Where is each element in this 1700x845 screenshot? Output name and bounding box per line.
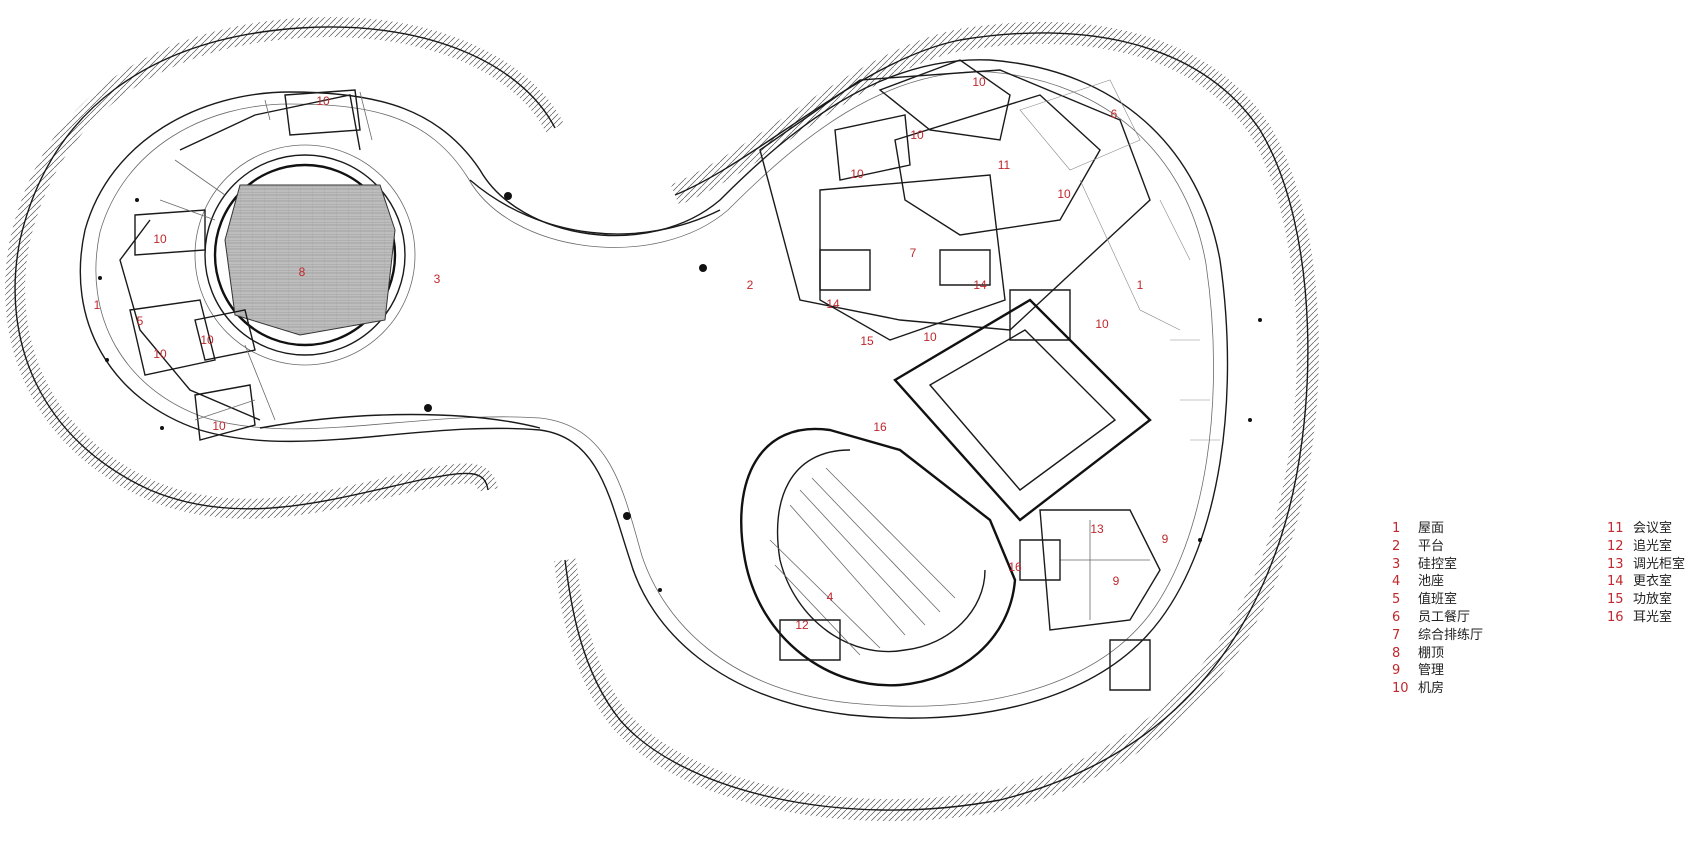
room-label: 7: [910, 246, 917, 260]
room-label: 10: [972, 75, 986, 89]
room-label: 12: [795, 618, 809, 632]
legend-column: 1 屋面 2 平台 3 硅控室 4 池座 5 值班室 6 员工餐厅 7 综合排练厅 8 棚顶 9…: [1392, 519, 1483, 697]
left-building: [119, 89, 416, 441]
legend-name: 值班室: [1418, 592, 1458, 608]
room-label: 9: [1113, 574, 1120, 588]
legend-number: 3: [1392, 556, 1401, 572]
room-label: 16: [873, 420, 887, 434]
room-label: 2: [747, 278, 754, 292]
connector: [259, 179, 721, 429]
room-label: 10: [153, 347, 167, 361]
legend-name: 管理: [1418, 663, 1445, 679]
legend-number: 14: [1607, 574, 1624, 590]
legend-number: 16: [1607, 609, 1624, 625]
room-label: 11: [998, 158, 1011, 172]
legend-number: 6: [1392, 609, 1401, 625]
legend-item: 1 屋面: [1392, 519, 1483, 537]
legend-name: 会议室: [1633, 521, 1673, 536]
legend-item: 15 功放室: [1607, 590, 1685, 608]
legend-name: 耳光室: [1633, 609, 1673, 625]
legend-column: 11 会议室 12 追光室 13 调光柜室 14 更衣室 15 功放室 16 耳光室: [1607, 519, 1685, 626]
room-label: 9: [1162, 532, 1169, 546]
room-label: 10: [910, 128, 924, 142]
legend-name: 硅控室: [1418, 556, 1458, 572]
columns: [98, 192, 1262, 592]
room-label: 10: [212, 419, 226, 433]
roof-outline: [79, 59, 1229, 719]
legend-number: 13: [1607, 556, 1624, 572]
legend-item: 14 更衣室: [1607, 572, 1685, 590]
room-label: 10: [1057, 187, 1071, 201]
room-label: 13: [1090, 522, 1104, 536]
room-label: 15: [860, 334, 874, 348]
room-label: 4: [827, 590, 834, 604]
legend-number: 4: [1392, 574, 1401, 590]
right-building: [740, 59, 1220, 691]
legend-number: 8: [1392, 645, 1401, 661]
legend-item: 11 会议室: [1607, 519, 1685, 537]
legend-item: 9 管理: [1392, 661, 1483, 679]
legend-item: 12 追光室: [1607, 537, 1685, 555]
legend-item: 13 调光柜室: [1607, 555, 1685, 573]
outer-shell: [5, 17, 1319, 822]
room-label: 3: [434, 272, 441, 286]
room-label: 5: [137, 314, 144, 328]
legend-number: 5: [1392, 592, 1401, 608]
legend-item: 6 员工餐厅: [1392, 608, 1483, 626]
legend-name: 屋面: [1418, 521, 1445, 536]
legend-number: 10: [1392, 681, 1409, 697]
room-label: 10: [153, 232, 167, 246]
legend-item: 10 机房: [1392, 679, 1483, 697]
legend-name: 员工餐厅: [1418, 609, 1471, 625]
room-label: 6: [1111, 107, 1118, 121]
legend-item: 3 硅控室: [1392, 555, 1483, 573]
legend-number: 9: [1392, 663, 1401, 679]
legend-item: 8 棚顶: [1392, 644, 1483, 662]
legend-number: 1: [1392, 521, 1401, 536]
legend-name: 池座: [1418, 574, 1445, 590]
legend-number: 11: [1607, 521, 1624, 536]
legend-number: 2: [1392, 538, 1401, 554]
room-label: 10: [316, 94, 330, 108]
legend-item: 5 值班室: [1392, 590, 1483, 608]
legend-name: 平台: [1418, 538, 1445, 554]
legend-name: 综合排练厅: [1418, 627, 1484, 643]
legend-item: 2 平台: [1392, 537, 1483, 555]
room-label: 10: [1095, 317, 1109, 331]
room-label: 16: [1008, 560, 1022, 574]
room-label: 10: [200, 333, 214, 347]
legend-name: 功放室: [1633, 592, 1673, 608]
legend-name: 更衣室: [1633, 574, 1673, 590]
legend-number: 15: [1607, 592, 1624, 608]
room-label: 1: [94, 298, 101, 312]
legend: 1 屋面 2 平台 3 硅控室 4 池座 5 值班室 6 员工餐厅 7 综合排练厅 8 棚顶 9…: [1392, 519, 1692, 699]
room-label: 1: [1137, 278, 1144, 292]
legend-item: 7 综合排练厅: [1392, 626, 1483, 644]
legend-name: 棚顶: [1418, 645, 1445, 661]
room-label: 8: [299, 265, 306, 279]
room-labels: 10 10 1 8 3 5 10 10 10 2 10 6 10 10 11 1…: [94, 75, 1169, 632]
room-label: 14: [826, 297, 840, 311]
room-label: 10: [923, 330, 937, 344]
legend-number: 7: [1392, 627, 1401, 643]
legend-number: 12: [1607, 538, 1624, 554]
room-label: 10: [850, 167, 864, 181]
legend-item: 16 耳光室: [1607, 608, 1685, 626]
legend-item: 4 池座: [1392, 572, 1483, 590]
legend-name: 追光室: [1633, 538, 1673, 554]
legend-name: 调光柜室: [1633, 556, 1686, 572]
legend-name: 机房: [1418, 681, 1445, 697]
room-label: 14: [973, 278, 987, 292]
